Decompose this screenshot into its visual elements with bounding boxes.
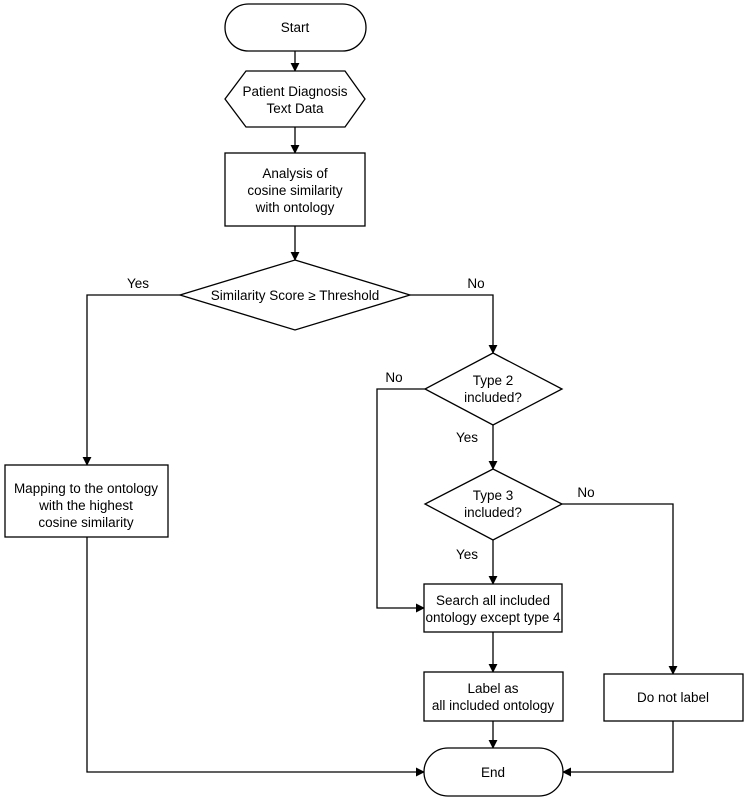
edge-threshold-no-to-type2 xyxy=(410,294,498,354)
type3-label-line1: Type 3 xyxy=(473,488,514,503)
label-all-process-node: Label as all included ontology xyxy=(423,671,564,722)
threshold-decision-node: Similarity Score ≥ Threshold xyxy=(177,259,413,331)
type2-label-line2: included? xyxy=(464,390,522,405)
type2-decision-node: Type 2 included? xyxy=(423,352,564,426)
mapping-process-node: Mapping to the ontology with the highest… xyxy=(4,464,169,538)
search-process-node: Search all included ontology except type… xyxy=(423,583,563,633)
edge-nolabel-to-end xyxy=(562,721,674,777)
edge-threshold-yes-to-mapping xyxy=(82,294,180,466)
type2-no-label: No xyxy=(385,370,402,385)
type3-decision-node: Type 3 included? xyxy=(423,468,564,541)
search-label-line2: ontology except type 4 xyxy=(425,610,561,625)
threshold-no-label: No xyxy=(467,276,484,291)
start-label: Start xyxy=(281,20,310,35)
label-all-line2: all included ontology xyxy=(432,698,555,713)
edge-type3-no-to-nolabel xyxy=(562,503,678,675)
label-all-line1: Label as xyxy=(467,681,518,696)
end-node: End xyxy=(423,747,564,797)
no-label-label: Do not label xyxy=(637,690,709,705)
no-label-process-node: Do not label xyxy=(603,673,744,722)
input-label-line2: Text Data xyxy=(266,101,324,116)
type3-no-label: No xyxy=(577,485,594,500)
type2-yes-label: Yes xyxy=(456,430,478,445)
analysis-process-node: Analysis of cosine similarity with ontol… xyxy=(224,152,366,227)
search-label-line1: Search all included xyxy=(436,593,550,608)
start-node: Start xyxy=(224,3,367,52)
edge-labels: Yes No No Yes No Yes xyxy=(127,276,595,562)
mapping-label-line3: cosine similarity xyxy=(38,515,134,530)
mapping-label-line1: Mapping to the ontology xyxy=(14,481,158,496)
edges xyxy=(82,51,678,777)
type3-label-line2: included? xyxy=(464,505,522,520)
edge-type2-no-to-search xyxy=(376,388,425,613)
analysis-label-line2: cosine similarity xyxy=(247,183,343,198)
type2-label-line1: Type 2 xyxy=(473,373,514,388)
edge-mapping-to-end xyxy=(86,537,425,777)
input-label-line1: Patient Diagnosis xyxy=(242,84,347,99)
threshold-yes-label: Yes xyxy=(127,276,149,291)
input-data-node: Patient Diagnosis Text Data xyxy=(224,70,366,128)
analysis-label-line3: with ontology xyxy=(255,200,335,215)
analysis-label-line1: Analysis of xyxy=(262,166,328,181)
type3-yes-label: Yes xyxy=(456,547,478,562)
mapping-label-line2: with the highest xyxy=(38,498,133,513)
end-label: End xyxy=(481,765,505,780)
threshold-label: Similarity Score ≥ Threshold xyxy=(211,288,379,303)
